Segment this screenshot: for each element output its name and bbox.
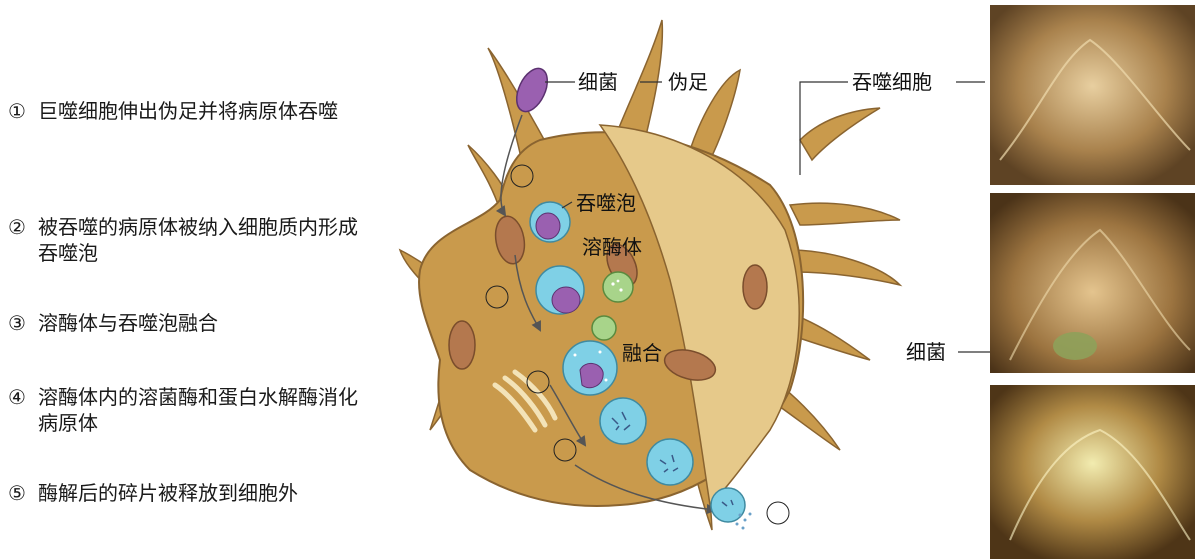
- label-phagosome: 吞噬泡: [576, 191, 636, 215]
- label-fusion: 融合: [622, 341, 662, 365]
- label-macrophage: 吞噬细胞: [852, 70, 932, 94]
- vesicle: [536, 266, 584, 314]
- label-bacteria: 细菌: [578, 70, 618, 94]
- label-pseudopod: 伪足: [668, 70, 708, 94]
- label-lysosome: 溶酶体: [582, 235, 642, 259]
- lysosome: [603, 272, 633, 302]
- micrograph-top: [990, 5, 1195, 185]
- label-photo-bacteria: 细菌: [906, 340, 946, 364]
- micrograph-middle: [990, 193, 1195, 373]
- phagosome: [530, 202, 570, 242]
- micrograph-bottom: [990, 385, 1195, 559]
